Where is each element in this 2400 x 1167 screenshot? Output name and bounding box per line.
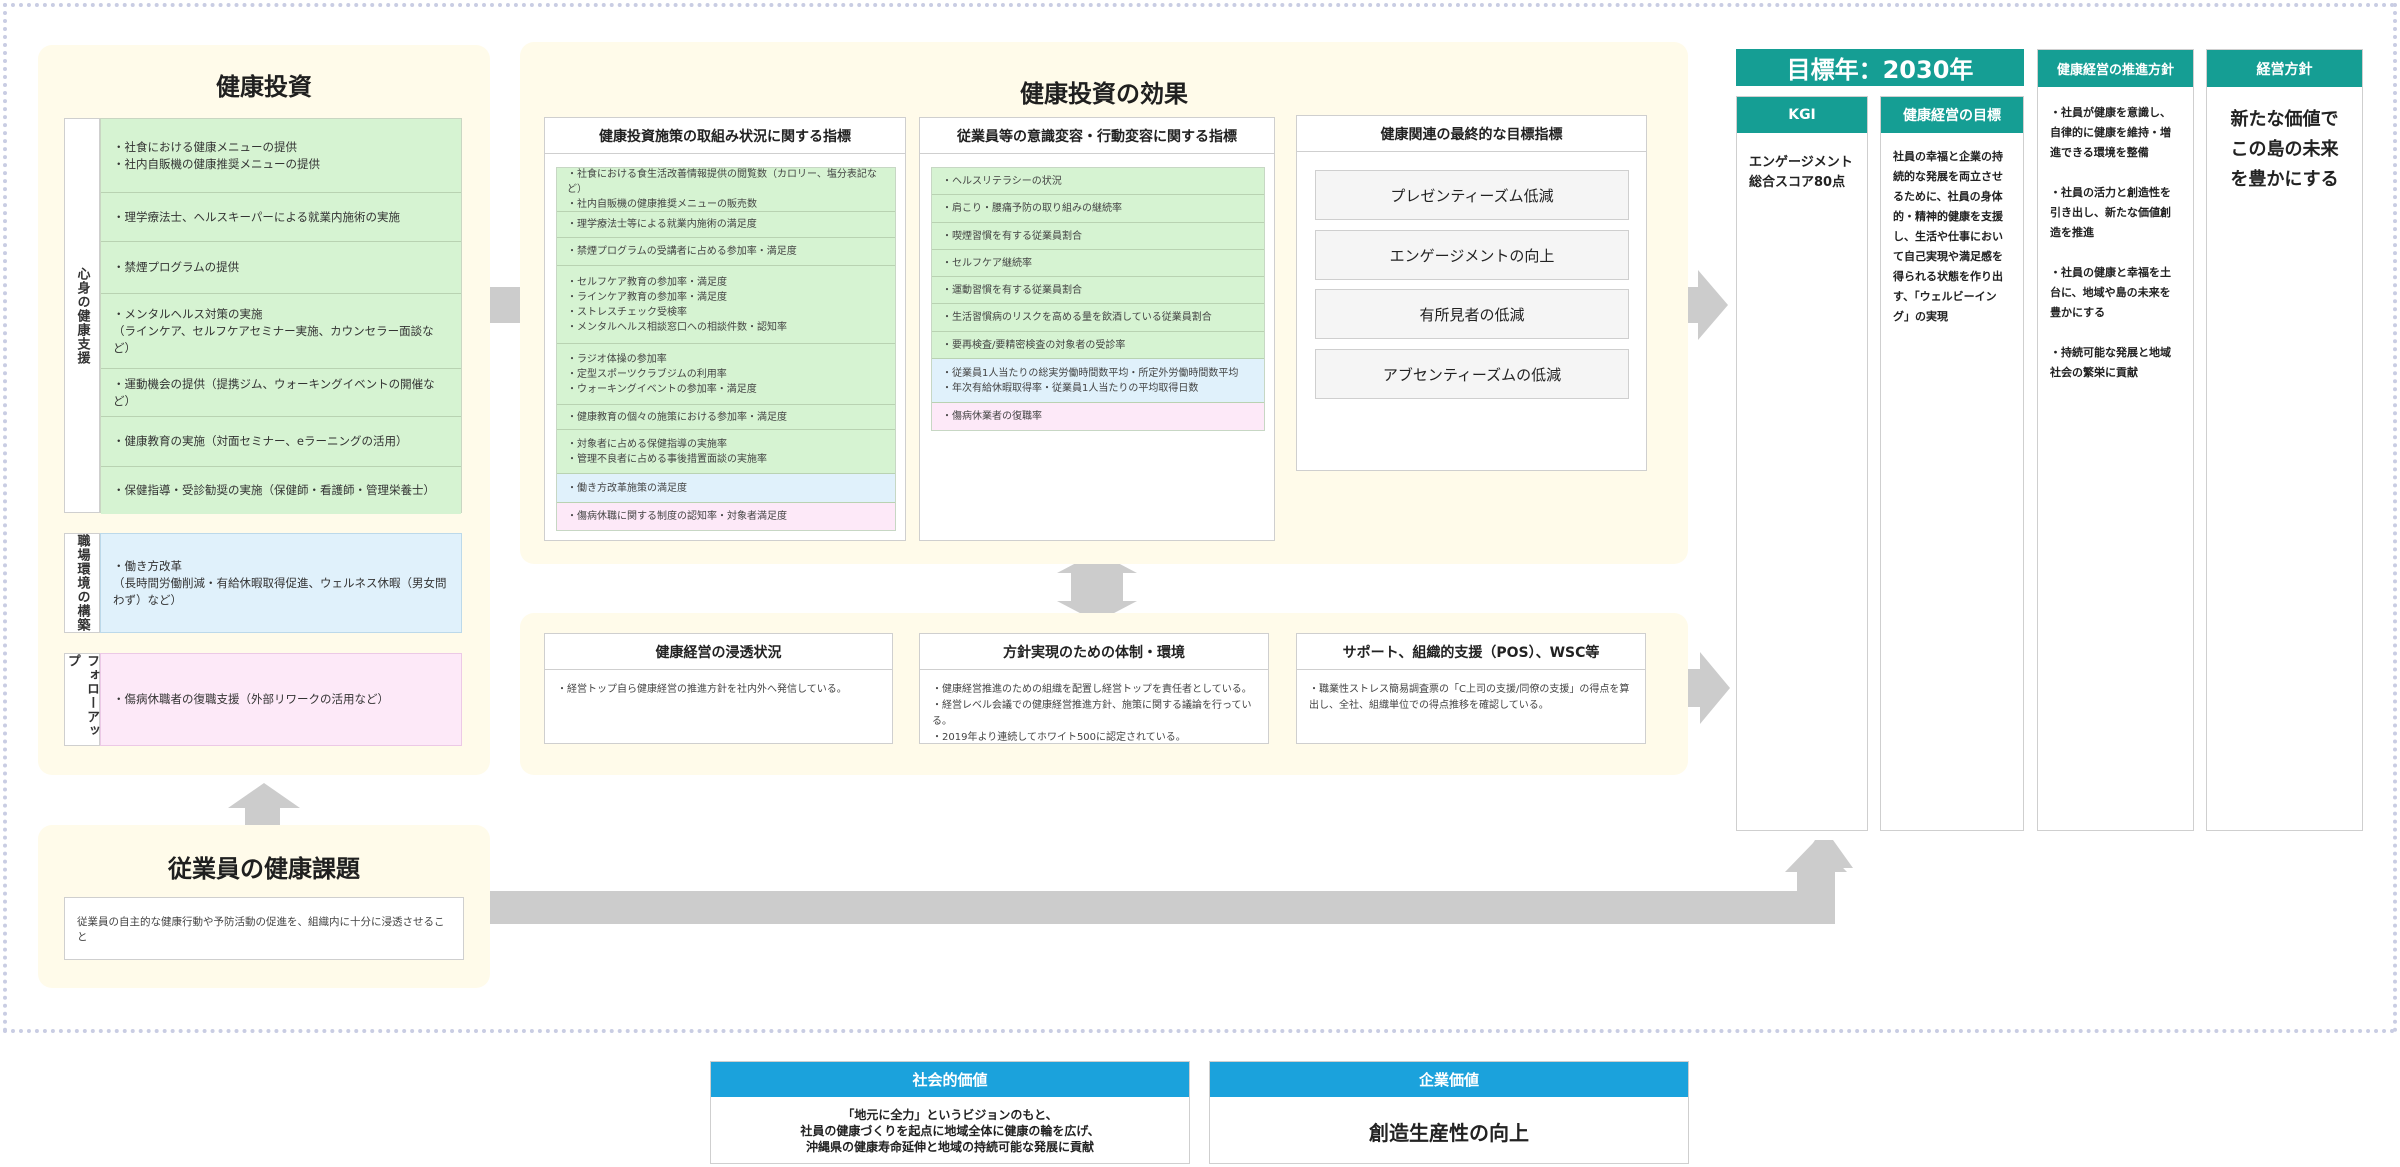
arrow-management-to-target — [1687, 652, 1730, 724]
management-panel: 健康経営の浸透状況 ・経営トップ自ら健康経営の推進方針を社内外へ発信している。 … — [520, 613, 1688, 775]
management-column-3-header: サポート、組織的支援（POS）、WSC等 — [1297, 634, 1645, 670]
corporate-value-box: 企業価値 創造生産性の向上 — [1209, 1061, 1689, 1164]
effect-column-2: 従業員等の意識変容・行動変容に関する指標 ・ヘルスリテラシーの状況 ・肩こり・腰… — [919, 117, 1275, 541]
employee-issue-title: 従業員の健康課題 — [168, 855, 360, 883]
indicator-item: ・傷病休業者の復職率 — [932, 403, 1264, 430]
effect-column-1: 健康投資施策の取組み状況に関する指標 ・社食における食生活改善情報提供の閲覧数（… — [544, 117, 906, 541]
indicator-item: ・ヘルスリテラシーの状況 — [932, 168, 1264, 195]
management-column-2-header: 方針実現のための体制・環境 — [920, 634, 1268, 670]
indicator-item: ・対象者に占める保健指導の実施率 ・管理不良者に占める事後措置面談の実施率 — [557, 430, 895, 474]
diagram-frame — [3, 3, 2397, 1033]
indicator-item: ・働き方改革施策の満足度 — [557, 474, 895, 503]
arrow-issue-to-kgi — [490, 868, 1835, 924]
indicator-item: ・社食における食生活改善情報提供の閲覧数（カロリー、塩分表記など） ・社内自販機… — [557, 168, 895, 212]
management-column-1-header: 健康経営の浸透状況 — [545, 634, 892, 670]
workplace-label: 職場環境の構築 — [64, 533, 100, 633]
indicator-item: ・肩こり・腰痛予防の取り組みの継続率 — [932, 195, 1264, 223]
list-item: ・禁煙プログラムの提供 — [101, 242, 461, 294]
goal-findings: 有所見者の低減 — [1315, 289, 1629, 339]
kgi-text: エンゲージメント 総合スコア80点 — [1749, 155, 1853, 190]
goal-column: 健康経営の目標 社員の幸福と企業の持続的な発展を両立させるために、社員の身体的・… — [1880, 96, 2024, 831]
arrow-bidirectional — [1057, 552, 1137, 622]
list-item: ・社食における健康メニューの提供 ・社内自販機の健康推奨メニューの提供 — [101, 119, 461, 193]
effect-panel: 健康投資の効果 健康投資施策の取組み状況に関する指標 ・社食における食生活改善情… — [520, 42, 1688, 564]
social-value-box: 社会的価値 「地元に全力」というビジョンのもと、 社員の健康づくりを起点に地域全… — [710, 1061, 1190, 1164]
indicator-item: ・運動習慣を有する従業員割合 — [932, 277, 1264, 304]
investment-panel: 健康投資 心身の健康支援 ・社食における健康メニューの提供 ・社内自販機の健康推… — [38, 45, 490, 775]
social-value-header: 社会的価値 — [711, 1062, 1189, 1097]
list-item: ・理学療法士、ヘルスキーパーによる就業内施術の実施 — [101, 193, 461, 242]
management-column-3-text: ・職業性ストレス簡易調査票の「C上司の支援/同僚の支援」の得点を算出し、全社、組… — [1309, 684, 1630, 711]
mgmt-policy-column: 経営方針 新たな価値で この島の未来 を豊かにする — [2206, 49, 2363, 831]
indicator-item: ・セルフケア教育の参加率・満足度 ・ラインケア教育の参加率・満足度 ・ストレスチ… — [557, 266, 895, 344]
investment-title: 健康投資 — [216, 73, 312, 101]
goal-header: 健康経営の目標 — [1881, 97, 2023, 133]
indicator-item: ・従業員1人当たりの総実労働時間数平均・所定外労働時間数平均 ・年次有給休暇取得… — [932, 359, 1264, 403]
management-column-2: 方針実現のための体制・環境 ・健康経営推進のための組織を配置し経営トップを責任者… — [919, 633, 1269, 744]
management-column-1-text: ・経営トップ自ら健康経営の推進方針を社内外へ発信している。 — [557, 684, 847, 695]
list-item: ・メンタルヘルス対策の実施 （ラインケア、セルフケアセミナー実施、カウンセラー面… — [101, 294, 461, 369]
effect-column-2-list: ・ヘルスリテラシーの状況 ・肩こり・腰痛予防の取り組みの継続率 ・喫煙習慣を有す… — [931, 167, 1265, 431]
mgmt-policy-header: 経営方針 — [2207, 50, 2362, 87]
corporate-value-header: 企業価値 — [1210, 1062, 1688, 1097]
indicator-item: ・理学療法士等による就業内施術の満足度 — [557, 212, 895, 238]
social-value-text: 「地元に全力」というビジョンのもと、 社員の健康づくりを起点に地域全体に健康の輪… — [800, 1108, 1100, 1154]
goal-text: 社員の幸福と企業の持続的な発展を両立させるために、社員の身体的・精神的健康を支援… — [1893, 150, 2003, 323]
list-item: ・保健指導・受診勧奨の実施（保健師・看護師・管理栄養士） — [101, 467, 461, 514]
corporate-value-text: 創造生産性の向上 — [1369, 1121, 1529, 1145]
followup-list: ・傷病休職者の復職支援（外部リワークの活用など） — [100, 653, 462, 746]
mindbody-list: ・社食における健康メニューの提供 ・社内自販機の健康推奨メニューの提供 ・理学療… — [100, 118, 462, 514]
arrow-issue-to-investment — [228, 783, 300, 825]
mindbody-label: 心身の健康支援 — [64, 118, 100, 513]
goal-engagement: エンゲージメントの向上 — [1315, 230, 1629, 280]
indicator-item: ・要再検査/要精密検査の対象者の受診率 — [932, 332, 1264, 359]
effect-column-3-header: 健康関連の最終的な目標指標 — [1297, 116, 1646, 152]
effect-column-3: 健康関連の最終的な目標指標 プレゼンティーズム低減 エンゲージメントの向上 有所… — [1296, 115, 1647, 471]
indicator-item: ・禁煙プログラムの受講者に占める参加率・満足度 — [557, 238, 895, 266]
policy-text: ・社員が健康を意識し、自律的に健康を維持・増進できる環境を整備 ・社員の活力と創… — [2050, 106, 2171, 379]
management-column-2-text: ・健康経営推進のための組織を配置し経営トップを責任者としている。 ・経営レベル会… — [932, 684, 1252, 743]
effect-column-2-header: 従業員等の意識変容・行動変容に関する指標 — [920, 118, 1274, 154]
management-column-3: サポート、組織的支援（POS）、WSC等 ・職業性ストレス簡易調査票の「C上司の… — [1296, 633, 1646, 744]
indicator-item: ・セルフケア継続率 — [932, 250, 1264, 277]
employee-issue-panel: 従業員の健康課題 従業員の自主的な健康行動や予防活動の促進を、組織内に十分に浸透… — [38, 825, 490, 988]
policy-header: 健康経営の推進方針 — [2038, 50, 2193, 87]
indicator-item: ・健康教育の個々の施策における参加率・満足度 — [557, 405, 895, 430]
kgi-column: KGI エンゲージメント 総合スコア80点 — [1736, 96, 1868, 831]
effect-column-1-list: ・社食における食生活改善情報提供の閲覧数（カロリー、塩分表記など） ・社内自販機… — [556, 167, 896, 531]
effect-column-1-header: 健康投資施策の取組み状況に関する指標 — [545, 118, 905, 154]
indicator-item: ・傷病休職に関する制度の認知率・対象者満足度 — [557, 503, 895, 530]
kgi-header: KGI — [1737, 97, 1867, 133]
management-column-1: 健康経営の浸透状況 ・経営トップ自ら健康経営の推進方針を社内外へ発信している。 — [544, 633, 893, 744]
list-item: ・働き方改革 （長時間労働削減・有給休暇取得促進、ウェルネス休暇（男女問わず）な… — [101, 534, 461, 632]
target-year-banner: 目標年：2030年 — [1736, 49, 2024, 86]
indicator-item: ・喫煙習慣を有する従業員割合 — [932, 223, 1264, 250]
goal-presenteeism: プレゼンティーズム低減 — [1315, 170, 1629, 220]
list-item: ・運動機会の提供（提携ジム、ウォーキングイベントの開催など） — [101, 369, 461, 417]
indicator-item: ・ラジオ体操の参加率 ・定型スポーツクラブジムの利用率 ・ウォーキングイベントの… — [557, 344, 895, 405]
effect-title: 健康投資の効果 — [1020, 80, 1188, 108]
mgmt-policy-text: 新たな価値で この島の未来 を豊かにする — [2230, 109, 2339, 190]
policy-column: 健康経営の推進方針 ・社員が健康を意識し、自律的に健康を維持・増進できる環境を整… — [2037, 49, 2194, 831]
followup-label: フォローアップ — [64, 653, 100, 746]
employee-issue-text: 従業員の自主的な健康行動や予防活動の促進を、組織内に十分に浸透させること — [64, 897, 464, 960]
indicator-item: ・生活習慣病のリスクを高める量を飲酒している従業員割合 — [932, 304, 1264, 332]
workplace-list: ・働き方改革 （長時間労働削減・有給休暇取得促進、ウェルネス休暇（男女問わず）な… — [100, 533, 462, 633]
list-item: ・傷病休職者の復職支援（外部リワークの活用など） — [101, 654, 461, 745]
goal-absenteeism: アブセンティーズムの低減 — [1315, 349, 1629, 399]
list-item: ・健康教育の実施（対面セミナー、eラーニングの活用） — [101, 417, 461, 467]
